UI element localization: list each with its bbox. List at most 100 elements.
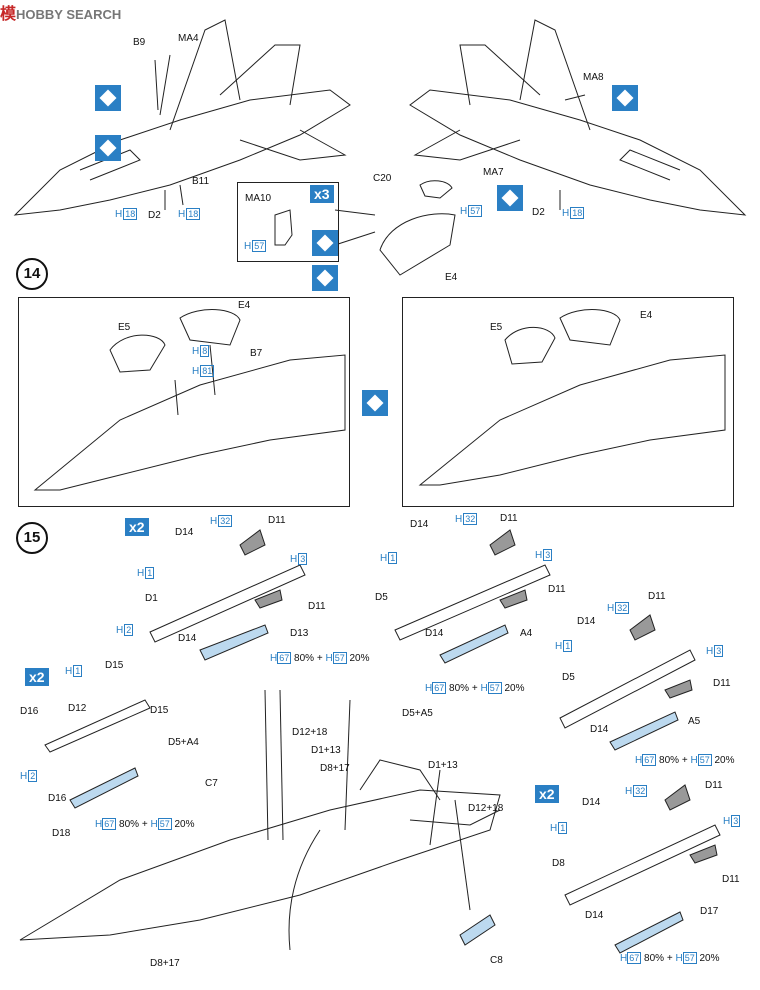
part-label: D14	[410, 519, 429, 530]
align-marker-diamond	[95, 85, 121, 111]
part-label: D8	[552, 858, 565, 869]
part-label: D11	[648, 591, 666, 602]
part-label: A4	[520, 628, 533, 639]
part-label: D12	[68, 703, 87, 714]
part-label: A5	[688, 716, 701, 727]
part-label: D11	[500, 513, 518, 524]
part-label: D11	[308, 601, 326, 612]
part-label: D2	[148, 210, 161, 221]
part-label: C7	[205, 778, 218, 789]
part-label: E4	[445, 272, 458, 283]
part-label: C8	[490, 955, 503, 966]
part-label: D13	[290, 628, 309, 639]
part-label: D14	[425, 628, 444, 639]
part-label: D11	[268, 515, 286, 526]
multiplier-x2: x2	[535, 785, 559, 803]
part-label: D18	[52, 828, 71, 839]
multiplier-x2: x2	[25, 668, 49, 686]
part-label: D8+17	[150, 958, 180, 969]
part-label: D11	[722, 874, 740, 885]
step14-right-frame	[402, 297, 734, 507]
align-marker-diamond	[312, 230, 338, 256]
align-marker-diamond	[612, 85, 638, 111]
step-number-14: 14	[16, 258, 48, 290]
swap-marker	[362, 390, 388, 416]
step-number-15: 15	[16, 522, 48, 554]
part-label: D17	[700, 906, 719, 917]
part-label: D11	[713, 678, 731, 689]
watermark-text: HOBBY SEARCH	[16, 7, 122, 22]
part-label: D1	[145, 593, 158, 604]
part-label: D2	[532, 207, 545, 218]
watermark: 模HOBBY SEARCH	[0, 0, 121, 24]
part-label: E5	[490, 322, 503, 333]
multiplier-x3: x3	[310, 185, 334, 203]
part-label: D12+18	[292, 727, 328, 738]
part-label: D8+17	[320, 763, 350, 774]
part-label: D5+A5	[402, 708, 433, 719]
part-label: D11	[548, 584, 566, 595]
part-label: D16	[20, 706, 39, 717]
part-label: D14	[585, 910, 604, 921]
part-label: D1+13	[311, 745, 341, 756]
part-label: D14	[582, 797, 601, 808]
align-marker-diamond	[497, 185, 523, 211]
part-label: C20	[373, 173, 392, 184]
part-label: D15	[150, 705, 169, 716]
part-label: E5	[118, 322, 131, 333]
align-marker-diamond	[95, 135, 121, 161]
part-label: E4	[238, 300, 251, 311]
part-label: MA8	[583, 72, 604, 83]
multiplier-x2: x2	[125, 518, 149, 536]
part-label: D14	[178, 633, 197, 644]
part-label: D15	[105, 660, 124, 671]
part-label: E4	[640, 310, 653, 321]
part-label: D12+18	[468, 803, 504, 814]
align-marker-diamond	[312, 265, 338, 291]
part-label: D14	[590, 724, 609, 735]
part-label: D5+A4	[168, 737, 199, 748]
part-label: D14	[577, 616, 596, 627]
part-label: D16	[48, 793, 67, 804]
part-label: D14	[175, 527, 194, 538]
step14-left-frame	[18, 297, 350, 507]
part-label: MA10	[245, 193, 272, 204]
part-label: D1+13	[428, 760, 458, 771]
watermark-logo: 模	[0, 6, 17, 23]
part-label: B7	[250, 348, 263, 359]
part-label: MA4	[178, 33, 199, 44]
part-label: D5	[562, 672, 575, 683]
inset-frame	[237, 182, 339, 262]
part-label: D11	[705, 780, 723, 791]
part-label: B9	[133, 37, 146, 48]
part-label: D5	[375, 592, 388, 603]
part-label: MA7	[483, 167, 504, 178]
